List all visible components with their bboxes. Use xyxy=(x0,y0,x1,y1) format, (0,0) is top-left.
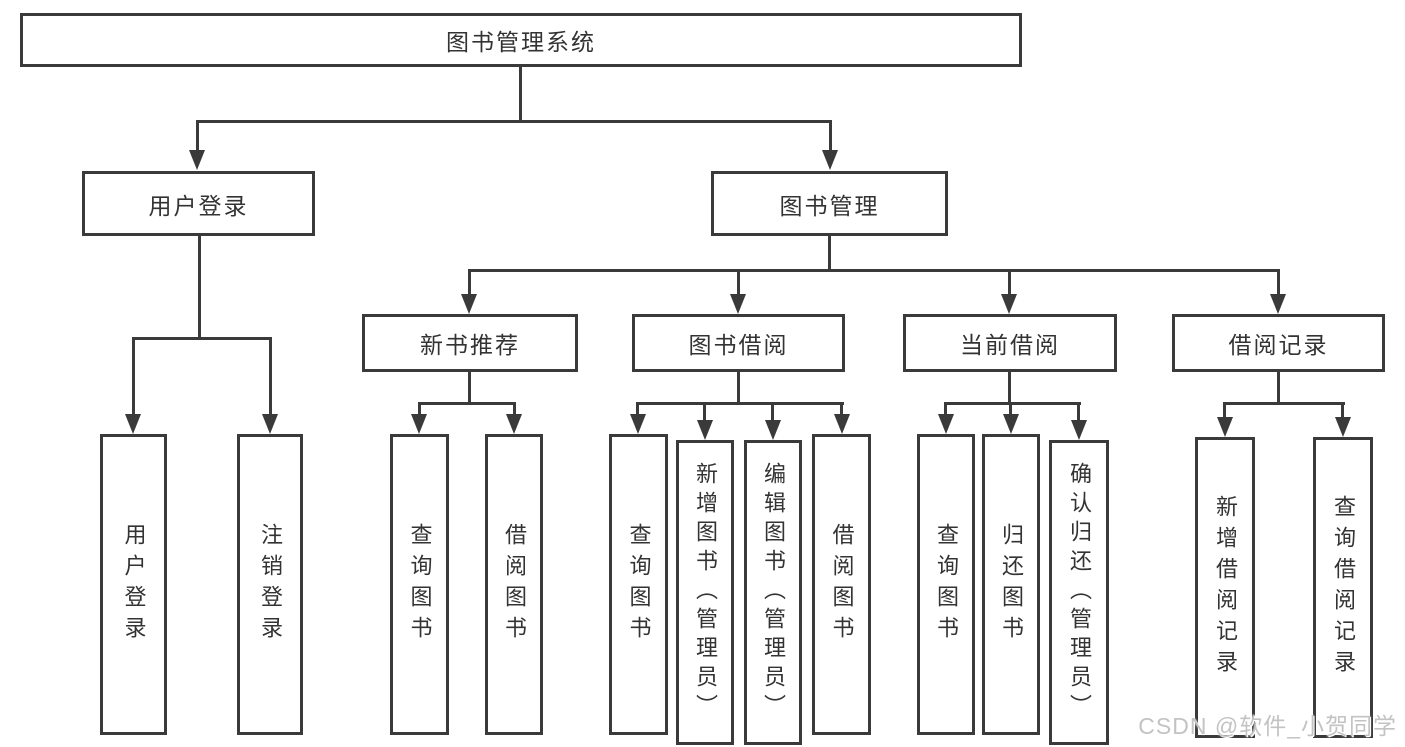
leaf-nb-query-books-label: 查询图书 xyxy=(407,522,433,647)
leaf-user-login: 用户登录 xyxy=(100,434,167,735)
node-book-management: 图书管理 xyxy=(711,171,948,236)
arrow-down-icon xyxy=(1001,294,1017,314)
arrow-down-icon xyxy=(822,150,838,170)
leaf-bb-edit-books-admin: 编辑图书（管理员） xyxy=(744,440,802,745)
leaf-bb-query-books-label: 查询图书 xyxy=(626,522,652,647)
node-borrow-records-label: 借阅记录 xyxy=(1228,332,1329,358)
leaf-bb-borrow-books-label: 借阅图书 xyxy=(829,522,855,647)
connector-records-bar xyxy=(1223,402,1345,405)
leaf-br-query-record: 查询借阅记录 xyxy=(1313,437,1373,738)
connector-current-stem xyxy=(1008,372,1011,405)
arrow-down-icon xyxy=(1270,294,1286,314)
leaf-bb-add-books-admin-label: 新增图书（管理员） xyxy=(693,462,718,723)
connector-current-bar xyxy=(944,402,1081,405)
leaf-cb-return-books: 归还图书 xyxy=(982,434,1040,735)
connector-newbook-bar xyxy=(418,402,516,405)
arrow-down-icon xyxy=(125,414,141,434)
leaf-cb-return-books-label: 归还图书 xyxy=(999,522,1024,647)
leaf-nb-query-books: 查询图书 xyxy=(390,434,449,735)
node-new-book-recommend: 新书推荐 xyxy=(362,314,578,372)
leaf-user-login-label: 用户登录 xyxy=(121,522,147,647)
arrow-down-icon xyxy=(630,414,646,434)
connector-newbook-drop-2 xyxy=(513,402,516,418)
arrow-down-icon xyxy=(262,414,278,434)
node-borrow-records: 借阅记录 xyxy=(1172,314,1385,372)
arrow-down-icon xyxy=(1071,420,1087,440)
connector-borrow-drop-2 xyxy=(703,402,706,424)
leaf-logout: 注销登录 xyxy=(237,434,303,735)
connector-newbook-drop-1 xyxy=(418,402,421,418)
arrow-down-icon xyxy=(834,414,850,434)
connector-root-drop-left xyxy=(196,120,199,152)
connector-newbook-stem xyxy=(468,372,471,405)
connector-current-drop-3 xyxy=(1077,402,1080,424)
node-current-borrow: 当前借阅 xyxy=(903,314,1117,372)
arrow-down-icon xyxy=(461,294,477,314)
leaf-bb-query-books: 查询图书 xyxy=(609,434,668,735)
leaf-br-query-record-label: 查询借阅记录 xyxy=(1331,494,1356,681)
node-book-management-label: 图书管理 xyxy=(779,192,880,219)
arrow-down-icon xyxy=(506,414,522,434)
leaf-logout-label: 注销登录 xyxy=(258,522,283,647)
connector-borrow-drop-3 xyxy=(771,402,774,424)
arrow-down-icon xyxy=(1217,417,1233,437)
connector-borrow-drop-4 xyxy=(840,402,843,418)
connector-bookmgmt-drop-1 xyxy=(468,269,471,297)
arrow-down-icon xyxy=(1003,414,1019,434)
arrow-down-icon xyxy=(697,420,713,440)
arrow-down-icon xyxy=(938,414,954,434)
connector-root-drop-right xyxy=(829,120,832,152)
connector-borrow-bar xyxy=(637,402,844,405)
node-root-label: 图书管理系统 xyxy=(446,29,596,55)
node-book-borrow-label: 图书借阅 xyxy=(688,332,789,358)
csdn-watermark: CSDN @软件_小贺同学 xyxy=(1138,713,1397,739)
connector-bookmgmt-bar xyxy=(469,269,1280,272)
connector-root-bar xyxy=(196,120,832,123)
node-root: 图书管理系统 xyxy=(20,13,1022,67)
leaf-cb-confirm-return-admin-label: 确认归还（管理员） xyxy=(1067,462,1092,723)
connector-current-drop-1 xyxy=(944,402,947,418)
connector-bookmgmt-drop-3 xyxy=(1008,269,1011,297)
node-user-login: 用户登录 xyxy=(82,171,315,236)
leaf-bb-edit-books-admin-label: 编辑图书（管理员） xyxy=(761,462,786,723)
arrow-down-icon xyxy=(730,294,746,314)
leaf-bb-borrow-books: 借阅图书 xyxy=(812,434,871,735)
connector-userlogin-drop-1 xyxy=(132,337,135,417)
arrow-down-icon xyxy=(1335,417,1351,437)
connector-root-stem xyxy=(519,66,522,122)
leaf-br-add-record: 新增借阅记录 xyxy=(1195,437,1255,738)
node-current-borrow-label: 当前借阅 xyxy=(960,332,1060,358)
connector-userlogin-bar xyxy=(132,337,272,340)
connector-borrow-stem xyxy=(737,372,740,405)
connector-borrow-drop-1 xyxy=(636,402,639,418)
leaf-nb-borrow-books-label: 借阅图书 xyxy=(502,522,527,647)
leaf-cb-confirm-return-admin: 确认归还（管理员） xyxy=(1049,440,1109,745)
connector-userlogin-stem xyxy=(198,236,201,340)
node-new-book-recommend-label: 新书推荐 xyxy=(420,332,520,358)
leaf-cb-query-books-label: 查询图书 xyxy=(934,522,959,647)
connector-bookmgmt-drop-2 xyxy=(737,269,740,297)
arrow-down-icon xyxy=(189,150,205,170)
leaf-br-add-record-label: 新增借阅记录 xyxy=(1213,494,1238,681)
arrow-down-icon xyxy=(765,420,781,440)
connector-records-drop-1 xyxy=(1223,402,1226,420)
connector-records-stem xyxy=(1277,372,1280,405)
connector-userlogin-drop-2 xyxy=(269,337,272,417)
leaf-bb-add-books-admin: 新增图书（管理员） xyxy=(676,440,734,745)
node-book-borrow: 图书借阅 xyxy=(632,314,845,372)
arrow-down-icon xyxy=(411,414,427,434)
connector-current-drop-2 xyxy=(1009,402,1012,418)
leaf-cb-query-books: 查询图书 xyxy=(917,434,975,735)
connector-bookmgmt-drop-4 xyxy=(1277,269,1280,297)
node-user-login-label: 用户登录 xyxy=(148,192,249,219)
connector-records-drop-2 xyxy=(1341,402,1344,420)
leaf-nb-borrow-books: 借阅图书 xyxy=(485,434,543,735)
connector-bookmgmt-stem xyxy=(828,236,831,272)
